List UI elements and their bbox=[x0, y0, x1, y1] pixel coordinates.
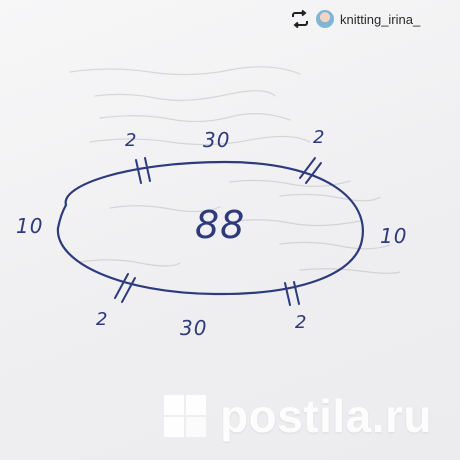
tick-mark-bottom-left bbox=[114, 273, 136, 303]
top-left-marker-count: 2 bbox=[125, 130, 138, 151]
bottom-length-label: 30 bbox=[180, 316, 208, 340]
bottom-right-marker-count: 2 bbox=[295, 312, 308, 333]
username[interactable]: knitting_irina_ bbox=[340, 11, 421, 27]
postila-watermark: postila.ru bbox=[160, 388, 432, 444]
top-right-marker-count: 2 bbox=[313, 127, 326, 148]
center-stitch-count: 88 bbox=[195, 203, 246, 247]
top-length-label: 30 bbox=[203, 128, 231, 152]
postila-logo-icon bbox=[164, 395, 206, 437]
tick-mark-top-left bbox=[135, 157, 151, 184]
tick-mark-bottom-right bbox=[284, 281, 300, 306]
watermark-text: postila.ru bbox=[220, 390, 433, 442]
avatar[interactable] bbox=[316, 10, 334, 28]
tick-mark-top-right bbox=[299, 157, 322, 184]
left-length-label: 10 bbox=[16, 214, 44, 238]
repost-icon bbox=[292, 9, 308, 29]
repost-header: knitting_irina_ bbox=[290, 6, 420, 32]
oval-outline bbox=[56, 160, 364, 296]
bottom-left-marker-count: 2 bbox=[96, 309, 109, 330]
right-length-label: 10 bbox=[380, 224, 408, 248]
